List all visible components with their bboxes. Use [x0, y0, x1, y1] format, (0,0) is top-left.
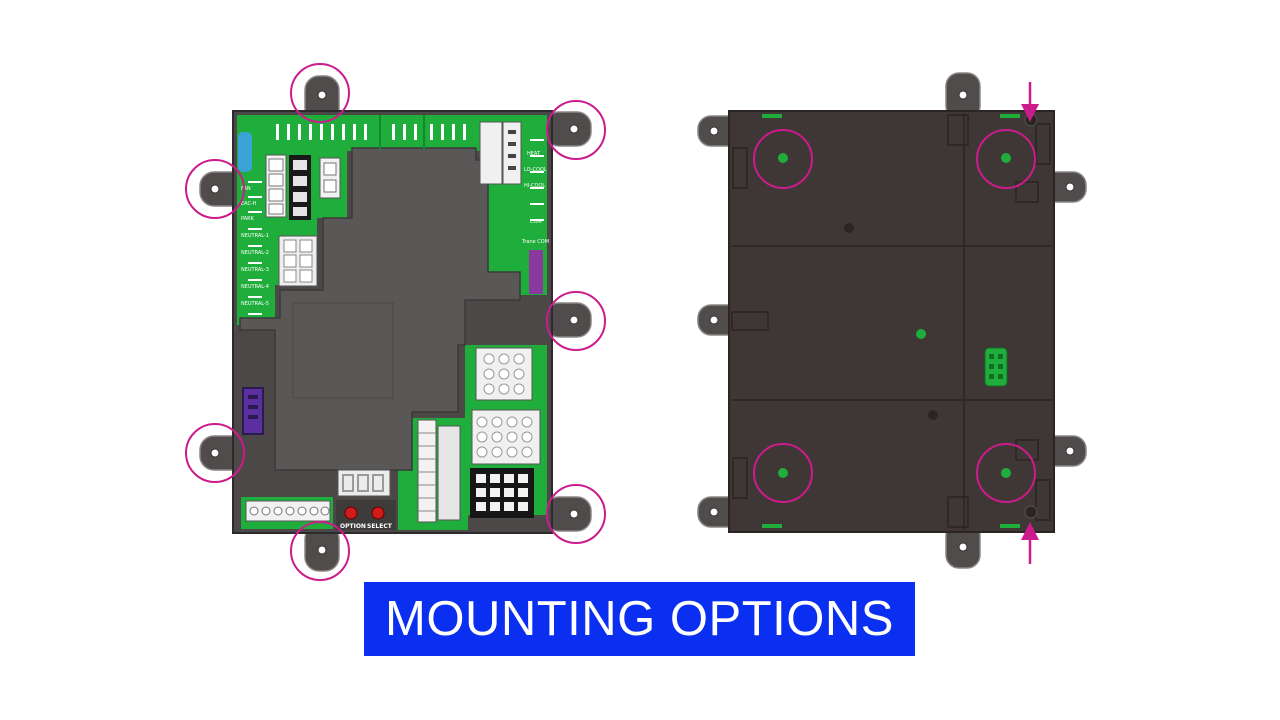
- svg-text:HEAT: HEAT: [527, 151, 541, 157]
- svg-text:COM: COM: [530, 219, 542, 225]
- connector-window: [984, 347, 1008, 387]
- control-board-front: FAN EAC-H PARK NEUTRAL-1 NEUTRAL-2 NEUTR…: [185, 63, 606, 581]
- svg-text:NEUTRAL-5: NEUTRAL-5: [241, 301, 269, 307]
- select-label: SELECT: [367, 523, 393, 530]
- highlight-circle-icon: [753, 129, 1036, 503]
- terminal-labels-left: FAN EAC-H PARK NEUTRAL-1 NEUTRAL-2 NEUTR…: [241, 186, 269, 307]
- option-label: OPTION: [340, 523, 366, 530]
- svg-text:FAN: FAN: [241, 186, 251, 192]
- svg-text:LO-COOL: LO-COOL: [524, 167, 547, 173]
- center-plate: [239, 147, 521, 471]
- svg-text:NEUTRAL-2: NEUTRAL-2: [241, 250, 269, 256]
- arrow-down-icon: [1021, 82, 1039, 122]
- capacitor: [238, 132, 252, 172]
- svg-text:Trane COM: Trane COM: [521, 239, 549, 245]
- svg-text:NEUTRAL-4: NEUTRAL-4: [241, 284, 269, 290]
- title-banner: MOUNTING OPTIONS: [364, 582, 915, 656]
- connector-right-top: [479, 121, 522, 185]
- title-text: MOUNTING OPTIONS: [385, 592, 894, 646]
- terminal-labels-right: HEAT LO-COOL HI-COOL COM Trane COM: [521, 151, 549, 245]
- svg-text:NEUTRAL-3: NEUTRAL-3: [241, 267, 269, 273]
- arrow-up-icon: [1021, 522, 1039, 564]
- svg-text:HI-COOL: HI-COOL: [524, 183, 545, 189]
- purple-fuse: [529, 250, 543, 294]
- six-pin-connector: [278, 235, 318, 287]
- svg-text:NEUTRAL-1: NEUTRAL-1: [241, 233, 269, 239]
- option-button[interactable]: [344, 506, 358, 520]
- svg-text:EAC-H: EAC-H: [241, 201, 257, 207]
- led-display: [337, 469, 391, 497]
- connector-right-lower: [470, 347, 541, 518]
- control-board-back: [697, 72, 1087, 569]
- connector-upper: [265, 154, 341, 220]
- back-plate: [728, 110, 1055, 533]
- purple-connector: [242, 387, 264, 435]
- terminal-strip-bottom: [245, 500, 331, 522]
- terminal-strip-vertical: [417, 419, 461, 523]
- select-button[interactable]: [371, 506, 385, 520]
- svg-text:PARK: PARK: [241, 216, 255, 222]
- highlight-circle-icon: [185, 63, 606, 581]
